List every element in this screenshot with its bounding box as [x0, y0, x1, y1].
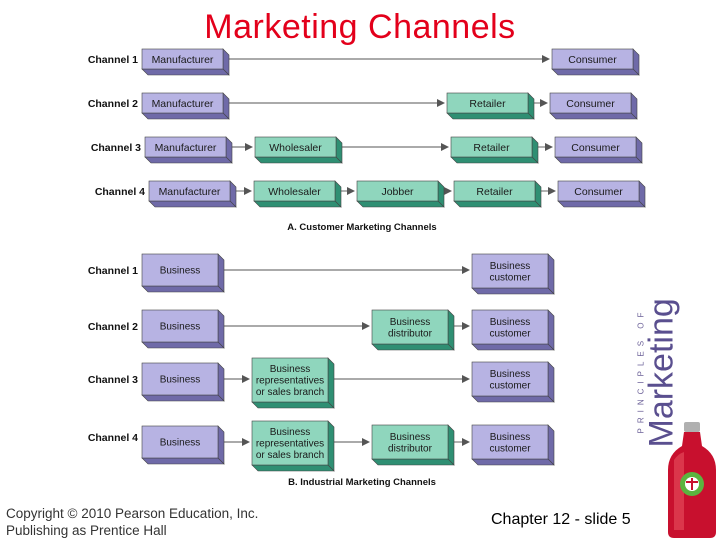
consumer-channel-label: Channel 1 [88, 54, 138, 66]
consumer-caption: A. Customer Marketing Channels [287, 222, 436, 233]
industrial-channel-label: Channel 1 [88, 265, 138, 277]
node-business-label: Business [160, 375, 201, 386]
node-manufacturer-label: Manufacturer [152, 98, 214, 110]
book-brand: PRINCIPLES OF Marketing [600, 298, 720, 447]
industrial-channel-label: Channel 2 [88, 321, 138, 333]
copyright-line: Copyright © 2010 Pearson Education, Inc. [6, 506, 259, 521]
node-wholesaler-label: Wholesaler [268, 186, 321, 198]
node-business: Business [141, 425, 225, 465]
node-business: Business [141, 309, 225, 349]
node-consumer-label: Consumer [568, 54, 617, 66]
node-consumer: Consumer [551, 48, 640, 76]
consumer-channel-label: Channel 4 [95, 186, 145, 198]
node-manufacturer-label: Manufacturer [155, 142, 217, 154]
node-wholesaler-label: Wholesaler [269, 142, 322, 154]
node-manufacturer-label: Manufacturer [152, 54, 214, 66]
node-business-customer-label: Business [490, 261, 531, 272]
node-business-customer-label: customer [489, 380, 531, 391]
node-business: Business [141, 362, 225, 402]
node-retailer-label: Retailer [473, 142, 510, 154]
industrial-channel-label: Channel 3 [88, 374, 138, 386]
node-consumer-label: Consumer [571, 142, 620, 154]
copyright-footer: Copyright © 2010 Pearson Education, Inc.… [6, 505, 258, 539]
node-manufacturer-label: Manufacturer [159, 186, 221, 198]
node-manufacturer: Manufacturer [141, 48, 230, 76]
industrial-channel-label: Channel 4 [88, 432, 138, 444]
node-business-distributor-label: Business [390, 317, 431, 328]
node-business-representatives-or-sales-branch-label: or sales branch [256, 387, 324, 398]
node-business-label: Business [160, 266, 201, 277]
slide-number: Chapter 12 - slide 5 [491, 511, 631, 528]
node-business-customer-label: customer [489, 328, 531, 339]
node-manufacturer: Manufacturer [141, 92, 230, 120]
node-business-customer-label: Business [490, 369, 531, 380]
node-business-distributor-label: distributor [388, 443, 433, 454]
node-wholesaler: Wholesaler [254, 136, 343, 164]
consumer-channel-label: Channel 3 [91, 142, 141, 154]
consumer-channel-label: Channel 2 [88, 98, 138, 110]
node-retailer-label: Retailer [476, 186, 513, 198]
node-retailer-label: Retailer [469, 98, 506, 110]
node-consumer-label: Consumer [566, 98, 615, 110]
node-retailer: Retailer [450, 136, 539, 164]
node-business-label: Business [160, 438, 201, 449]
node-business: Business [141, 253, 225, 293]
node-business-customer-label: customer [489, 272, 531, 283]
node-retailer: Retailer [453, 180, 542, 208]
node-jobber-label: Jobber [381, 186, 414, 198]
industrial-caption: B. Industrial Marketing Channels [288, 477, 436, 488]
node-jobber: Jobber [356, 180, 445, 208]
node-wholesaler: Wholesaler [253, 180, 342, 208]
publisher-line: Publishing as Prentice Hall [6, 523, 167, 538]
node-consumer: Consumer [549, 92, 638, 120]
node-business-representatives-or-sales-branch-label: or sales branch [256, 450, 324, 461]
node-business-representatives-or-sales-branch-label: Business [270, 427, 311, 438]
node-business-customer-label: customer [489, 443, 531, 454]
node-business-representatives-or-sales-branch-label: representatives [256, 376, 324, 387]
node-business-distributor-label: Business [390, 432, 431, 443]
node-manufacturer: Manufacturer [144, 136, 233, 164]
node-business-label: Business [160, 322, 201, 333]
node-business-distributor-label: distributor [388, 328, 433, 339]
node-consumer-label: Consumer [574, 186, 623, 198]
node-manufacturer: Manufacturer [148, 180, 237, 208]
slide-title: Marketing Channels [204, 8, 516, 46]
node-business-customer-label: Business [490, 317, 531, 328]
node-business-customer-label: Business [490, 432, 531, 443]
juice-bottle-image [668, 422, 716, 538]
node-consumer: Consumer [557, 180, 646, 208]
node-business-representatives-or-sales-branch-label: Business [270, 364, 311, 375]
node-retailer: Retailer [446, 92, 535, 120]
node-consumer: Consumer [554, 136, 643, 164]
node-business-representatives-or-sales-branch-label: representatives [256, 439, 324, 450]
